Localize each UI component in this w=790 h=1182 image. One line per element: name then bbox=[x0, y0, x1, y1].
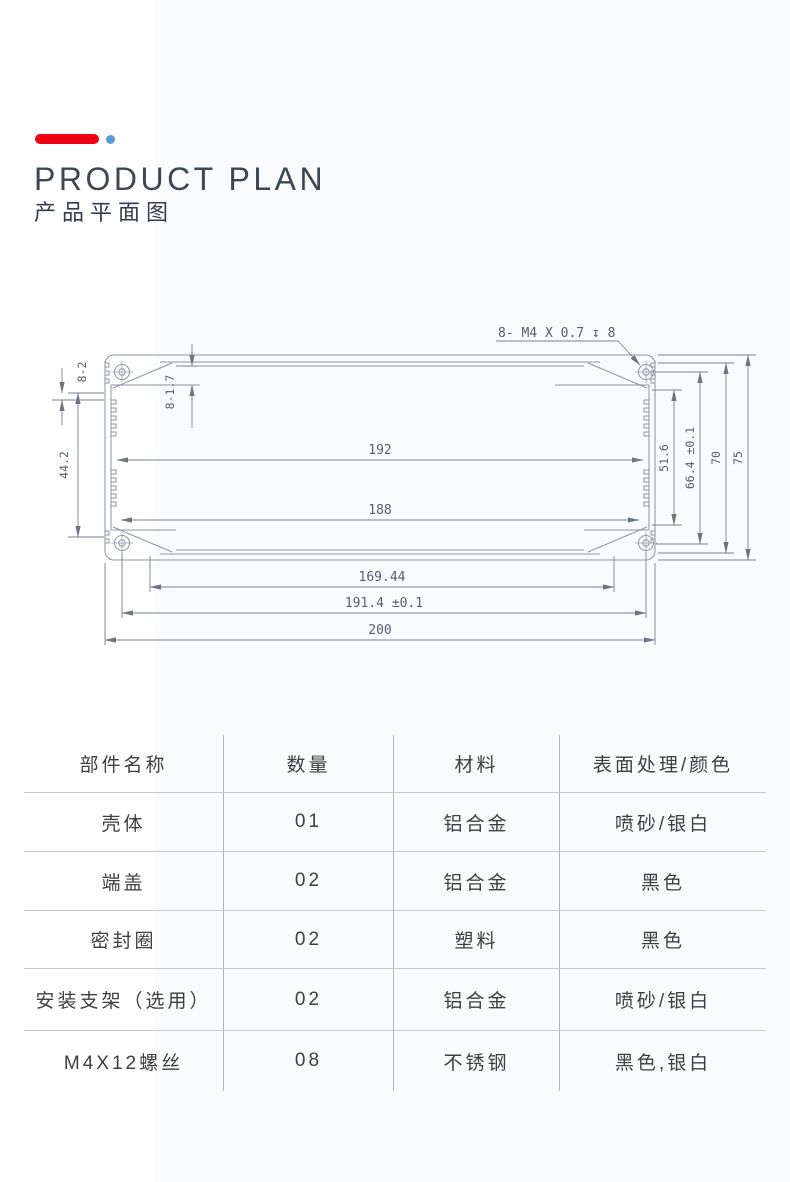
dimension-label-75: 75 bbox=[731, 451, 745, 465]
table-cell: 铝合金 bbox=[394, 969, 560, 1031]
table-header-finish-color: 表面处理/颜色 bbox=[560, 735, 766, 793]
table-cell: 02 bbox=[224, 969, 394, 1031]
table-header-part-name: 部件名称 bbox=[24, 735, 224, 793]
dimension-label-169: 169.44 bbox=[359, 570, 406, 585]
table-cell: M4X12螺丝 bbox=[24, 1031, 224, 1091]
table-cell: 01 bbox=[224, 793, 394, 852]
page-subtitle: 产品平面图 bbox=[34, 200, 175, 225]
dimension-label-8-2: 8-2 bbox=[75, 362, 89, 383]
table-cell: 密封圈 bbox=[24, 911, 224, 969]
dimension-label-191: 191.4 ±0.1 bbox=[345, 596, 423, 611]
table-cell: 黑色 bbox=[560, 911, 766, 969]
table-cell: 铝合金 bbox=[394, 852, 560, 911]
table-cell: 喷砂/银白 bbox=[560, 793, 766, 852]
table-cell: 安装支架（选用） bbox=[24, 969, 224, 1031]
table-cell: 喷砂/银白 bbox=[560, 969, 766, 1031]
dimension-label-callout: 8- M4 X 0.7 ↧ 8 bbox=[498, 326, 615, 341]
table-cell: 不锈钢 bbox=[394, 1031, 560, 1091]
dimension-label-51-6: 51.6 bbox=[657, 444, 671, 472]
table-cell: 壳体 bbox=[24, 793, 224, 852]
table-cell: 黑色 bbox=[560, 852, 766, 911]
table-header-material: 材料 bbox=[394, 735, 560, 793]
table-header-quantity: 数量 bbox=[224, 735, 394, 793]
profile-outline bbox=[104, 354, 656, 561]
background-tint bbox=[155, 0, 790, 1182]
dimension-label-8-1-7: 8-1.7 bbox=[163, 375, 177, 410]
table-cell: 02 bbox=[224, 852, 394, 911]
table-cell: 黑色,银白 bbox=[614, 1052, 712, 1074]
hole-crosshairs bbox=[111, 361, 657, 554]
dimension-label-66-4: 66.4 ±0.1 bbox=[683, 427, 697, 489]
dimension-label-44-2: 44.2 bbox=[57, 451, 71, 479]
accent-bar bbox=[35, 134, 99, 144]
table-cell: 02 bbox=[224, 911, 394, 969]
table-cell: 塑料 bbox=[394, 911, 560, 969]
dimension-label-192: 192 bbox=[368, 443, 391, 458]
parts-table: 部件名称 数量 材料 表面处理/颜色 壳体 01 铝合金 喷砂/银白 端盖 02… bbox=[24, 735, 766, 1091]
dimension-label-188: 188 bbox=[368, 503, 391, 518]
dimension-lines bbox=[52, 340, 756, 645]
dimension-label-70: 70 bbox=[709, 451, 723, 465]
dimension-label-200: 200 bbox=[368, 623, 391, 638]
table-cell: 08 bbox=[224, 1031, 394, 1091]
technical-drawing: 8- M4 X 0.7 ↧ 8 192 188 169.44 191.4 ±0.… bbox=[52, 326, 756, 645]
page-title: PRODUCT PLAN bbox=[34, 161, 327, 197]
table-cell: 端盖 bbox=[24, 852, 224, 911]
table-cell: 铝合金 bbox=[394, 793, 560, 852]
accent-dot bbox=[106, 135, 115, 144]
